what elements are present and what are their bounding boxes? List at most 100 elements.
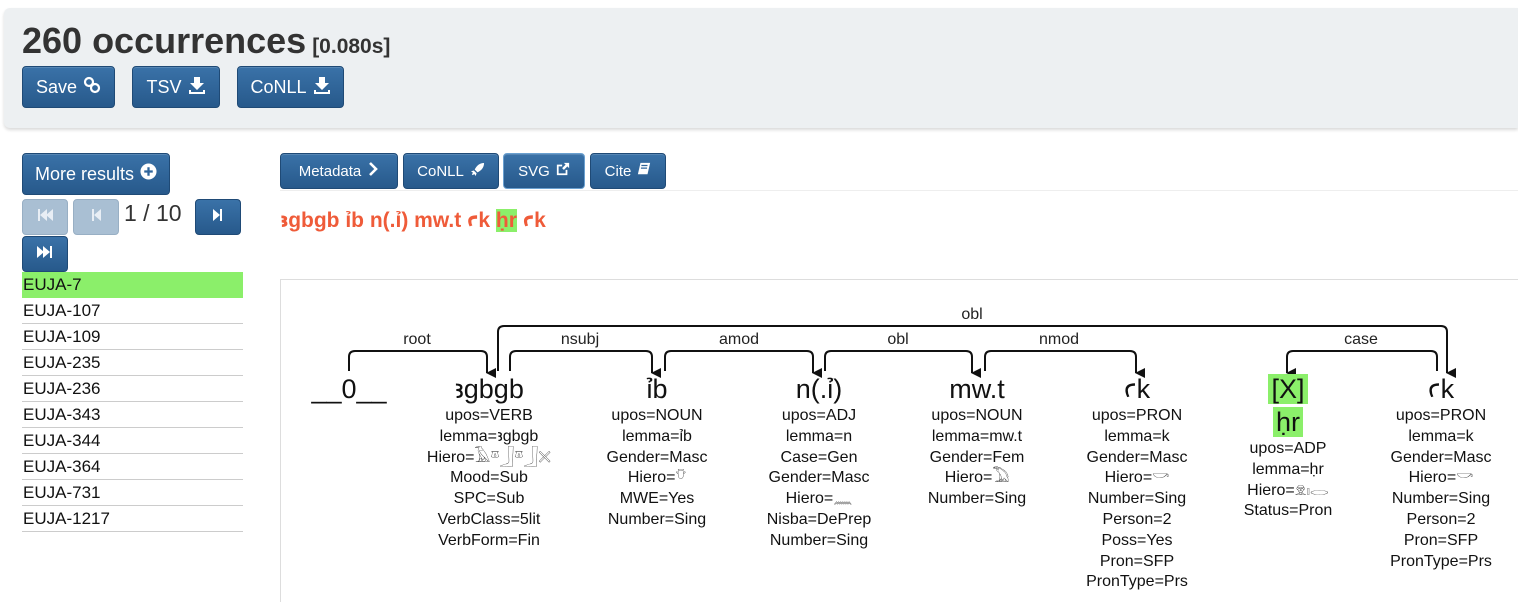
document-item[interactable]: EUJA-107 [22, 298, 243, 324]
node-feature: Hiero=𓈖 [785, 490, 853, 508]
download-icon [313, 76, 331, 99]
fast-forward-icon [36, 245, 54, 264]
more-results-button[interactable]: More results [22, 153, 170, 195]
arc-obl-1 [824, 350, 981, 378]
node-form: ỉb [646, 374, 668, 404]
save-button[interactable]: Save [22, 66, 115, 108]
metadata-button[interactable]: Metadata [280, 153, 398, 189]
previous-page-button[interactable] [73, 199, 119, 235]
node-feature: lemma=k [1104, 427, 1170, 445]
arc-root [348, 350, 496, 378]
sentence-after: ꜥk [516, 209, 546, 232]
next-page-button[interactable] [195, 199, 241, 235]
conll-view-label: CoNLL [417, 162, 464, 180]
svg-label: SVG [518, 162, 550, 180]
node-form: __0__ [311, 374, 387, 404]
download-icon [188, 76, 206, 99]
first-page-button[interactable] [22, 199, 68, 235]
label-amod: amod [719, 331, 759, 348]
label-obl-long: obl [961, 306, 982, 323]
count-text: 260 occurrences [22, 20, 307, 61]
match-marker: [X] [1268, 374, 1308, 404]
document-item[interactable]: EUJA-235 [22, 350, 243, 376]
label-obl: obl [887, 331, 908, 348]
node-feature: Gender=Masc [1390, 448, 1492, 466]
link-icon [83, 76, 101, 99]
document-item[interactable]: EUJA-109 [22, 324, 243, 350]
cite-label: Cite [604, 162, 632, 180]
node-feature: upos=NOUN [611, 407, 703, 424]
step-backward-icon [89, 208, 103, 227]
conll-view-button[interactable]: CoNLL [403, 153, 499, 189]
step-forward-icon [211, 208, 225, 227]
node-feature: Number=Sing [769, 531, 869, 549]
chevron-right-icon [367, 162, 379, 180]
node-feature: upos=ADP [1249, 440, 1327, 457]
plus-circle-icon [140, 163, 157, 185]
svg-export-button[interactable]: SVG [503, 153, 585, 189]
document-item[interactable]: EUJA-364 [22, 454, 243, 480]
node-feature: Status=Pron [1243, 502, 1333, 520]
node-feature: Number=Sing [607, 510, 707, 528]
tree-node: mw.t upos=NOUN lemma=mw.t Gender=Fem Hie… [899, 373, 1055, 510]
node-feature: Hiero=𓄿𓎼𓃀𓎼𓃀𓏴 [426, 448, 552, 466]
rocket-icon [470, 162, 485, 181]
node-feature: Mood=Sub [450, 469, 528, 487]
document-list: EUJA-7 EUJA-107 EUJA-109 EUJA-235 EUJA-2… [22, 272, 243, 532]
query-time: [0.080s] [312, 35, 391, 58]
node-feature: Pron=SFP [1099, 552, 1175, 570]
last-page-button[interactable] [22, 236, 68, 272]
node-feature: Hiero=𓄣 [627, 469, 687, 487]
node-feature: upos=ADJ [781, 407, 857, 424]
conll-download-button[interactable]: CoNLL [237, 66, 344, 108]
node-feature: Number=Sing [1087, 490, 1187, 508]
sentence-before: ꜣgbgb ỉb n(.ỉ) mw.t ꜥk [280, 209, 496, 232]
document-item[interactable]: EUJA-731 [22, 480, 243, 506]
node-feature: Person=2 [1406, 510, 1476, 528]
arc-obl-2 [497, 325, 1456, 378]
node-feature: MWE=Yes [619, 490, 695, 508]
node-feature: SPC=Sub [453, 490, 525, 508]
arc-amod [664, 350, 822, 378]
label-nmod: nmod [1039, 331, 1079, 348]
tree-node: ꜣgbgb upos=VERB lemma=ꜣgbgb Hiero=𓄿𓎼𓃀𓎼𓃀𓏴… [411, 373, 567, 552]
more-results-label: More results [34, 163, 135, 184]
label-case: case [1344, 331, 1378, 348]
save-label: Save [35, 76, 78, 97]
node-feature: Nisba=DePrep [766, 510, 872, 528]
tsv-download-button[interactable]: TSV [132, 66, 220, 108]
document-item[interactable]: EUJA-1217 [22, 506, 243, 532]
node-feature: Person=2 [1102, 510, 1172, 528]
label-nsubj: nsubj [561, 331, 599, 348]
node-feature: Pron=SFP [1403, 531, 1479, 549]
node-feature: Gender=Masc [768, 469, 870, 487]
node-feature: VerbClass=5lit [437, 510, 541, 528]
node-feature: upos=VERB [445, 407, 533, 424]
document-item[interactable]: EUJA-236 [22, 376, 243, 402]
sentence-highlight: ḥr [495, 209, 517, 232]
node-feature: Hiero=𓎡 [1408, 469, 1474, 487]
node-feature: Hiero=𓁷𓏤𓂋 [1247, 481, 1329, 499]
dependency-tree: root nsubj amod obl nmod obl case __0__ … [280, 279, 1518, 602]
external-link-icon [556, 162, 570, 180]
node-feature: upos=NOUN [931, 407, 1023, 424]
node-feature: lemma=k [1408, 427, 1474, 445]
tsv-label: TSV [146, 76, 182, 97]
arc-case [1286, 350, 1438, 378]
node-feature: Gender=Masc [1086, 448, 1188, 466]
tree-node-matched: [X] ḥr upos=ADP lemma=ḥr Hiero=𓁷𓏤𓂋 Statu… [1210, 373, 1366, 522]
tree-node: ỉb upos=NOUN lemma=ỉb Gender=Masc Hiero=… [579, 373, 735, 531]
node-feature: lemma=ꜣgbgb [439, 427, 539, 445]
cite-button[interactable]: Cite [590, 153, 666, 189]
node-feature: upos=PRON [1091, 407, 1183, 424]
document-item[interactable]: EUJA-344 [22, 428, 243, 454]
document-item[interactable]: EUJA-343 [22, 402, 243, 428]
node-form-prefix: [X] [1210, 373, 1366, 406]
conll-label: CoNLL [250, 76, 307, 97]
sentence-text: ꜣgbgb ỉb n(.ỉ) mw.t ꜥk ḥr ꜥk [280, 208, 546, 233]
divider [280, 190, 1518, 191]
document-item-active[interactable]: EUJA-7 [22, 272, 243, 298]
metadata-label: Metadata [298, 162, 362, 180]
node-feature: lemma=n [785, 427, 853, 445]
book-icon [637, 162, 651, 180]
